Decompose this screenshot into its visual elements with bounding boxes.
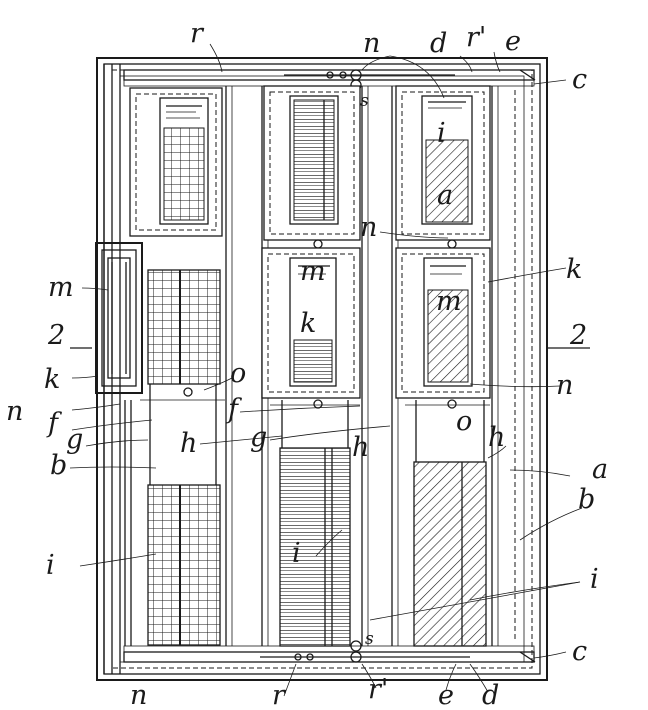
label-k-center: k (300, 308, 316, 339)
label-c-bottom: c (572, 636, 587, 667)
label-f-center: f (226, 394, 242, 425)
label-b-right: b (578, 484, 595, 515)
label-g-left: g (66, 424, 83, 455)
label-f-left: f (46, 408, 62, 439)
top-rail (123, 69, 536, 91)
label-n-mid-top: n (360, 212, 377, 243)
label-i-top-right: i (437, 118, 446, 149)
label-n-left: n (6, 396, 23, 427)
label-h-right: h (488, 422, 505, 453)
label-m-right: m (436, 286, 462, 317)
card-block-bottom-center (279, 447, 351, 647)
leader-lines (69, 43, 583, 697)
label-section-right: 2 (569, 320, 587, 351)
reference-labels: r n d r' e c s i a n m m k m k 2 2 k n o… (6, 18, 608, 710)
card-block-left-middle (147, 269, 221, 397)
label-n-top: n (363, 28, 380, 59)
card-block-bottom-right (413, 461, 487, 647)
label-c-top: c (572, 64, 587, 95)
label-m-left: m (48, 272, 74, 303)
drawer-upper-center (263, 85, 361, 249)
label-o-right: o (456, 406, 472, 437)
label-n-right-mid: n (556, 370, 573, 401)
drawer-pulled-left (95, 242, 143, 394)
drawer-middle-center (261, 247, 361, 409)
label-r-bottom: r (272, 680, 287, 710)
label-i-left: i (46, 550, 55, 581)
label-r-prime-top: r' (466, 22, 486, 53)
label-e-top: e (505, 26, 521, 57)
label-k-left: k (44, 364, 60, 395)
label-s-bottom: s (365, 629, 374, 649)
drawer-middle-right (395, 247, 491, 409)
card-block-bottom-left (147, 484, 221, 646)
label-b-left: b (50, 450, 67, 481)
label-n-bottom: n (130, 680, 147, 710)
label-o-left: o (230, 358, 246, 389)
label-r-prime-bottom: r' (368, 674, 388, 705)
drawer-upper-left (129, 87, 223, 237)
label-a-top-right: a (437, 180, 453, 211)
label-k-right: k (566, 254, 582, 285)
label-h-left: h (180, 428, 197, 459)
label-i-center: i (292, 538, 301, 569)
label-a-right: a (592, 454, 608, 485)
label-d-bottom: d (482, 680, 499, 710)
label-g-center: g (250, 422, 267, 453)
label-s-top: s (360, 91, 369, 111)
label-m-center: m (300, 256, 326, 287)
label-e-bottom: e (438, 680, 454, 710)
drawer-upper-right (395, 85, 491, 249)
label-r-top: r (190, 18, 205, 49)
label-section-left: 2 (47, 320, 65, 351)
label-i-right: i (590, 564, 599, 595)
label-d-top: d (430, 28, 447, 59)
label-h-center: h (352, 432, 369, 463)
